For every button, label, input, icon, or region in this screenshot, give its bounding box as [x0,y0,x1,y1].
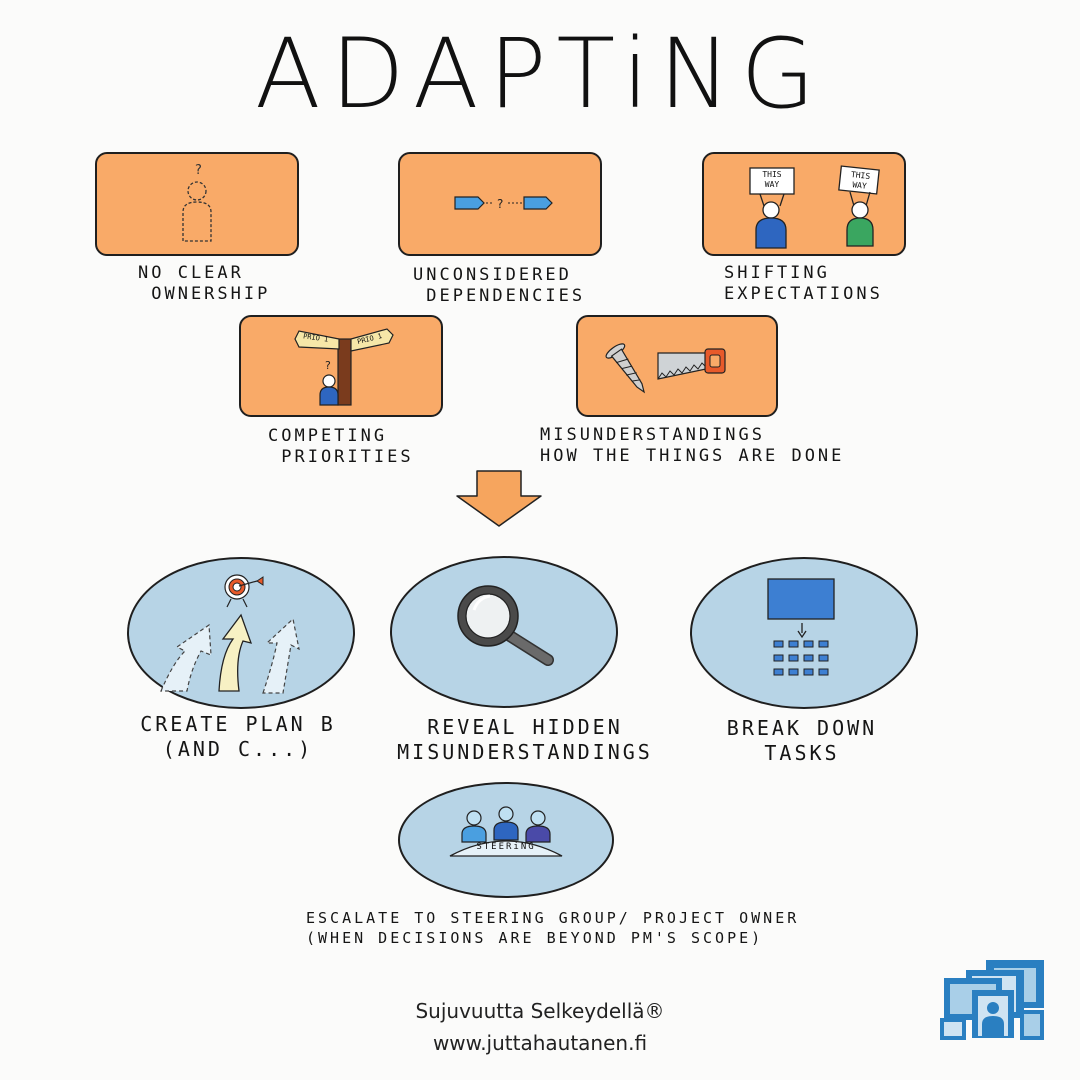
caption-unconsidered-dependencies: UNCONSIDERED DEPENDENCIES [413,265,586,306]
sign-right-label: THIS WAY [850,170,871,191]
logo-icon [940,960,1044,1040]
svg-text:?: ? [497,197,503,211]
steering-table-label: STEERiNG [476,842,536,852]
footer-website[interactable]: www.juttahautanen.fi [432,1031,648,1055]
oval-escalate-steering: STEERiNG [398,782,614,898]
page-title: ADAPTiNG [254,18,826,130]
caption-escalate: ESCALATE TO STEERiNG GROUP/ PROJECT OWNE… [306,909,800,947]
caption-competing-priorities: COMPETiNG PRIORiTiES [268,426,414,467]
svg-text:?: ? [195,163,202,178]
steering-group-icon [449,806,563,857]
svg-text:?: ? [325,359,331,372]
unknown-person-icon: ? [182,163,212,242]
dependency-tasks-icon: ? [454,196,553,211]
card-unconsidered-dependencies: ? [398,152,602,256]
caption-shifting-expectations: SHiFTING EXPECTATiONS [724,263,883,304]
card-no-clear-ownership: ? [95,152,299,256]
task-breakdown-icon [767,578,835,676]
caption-create-plan-b: CREATE PLAN B (AND C...) [140,712,336,761]
sign-left-label: THIS WAY [762,170,782,189]
down-arrow-icon [456,470,542,527]
signpost-icon: ? [294,328,394,406]
caption-reveal-hidden: REVEAL HiDDEN MiSUNDERSTANDiNGS [397,715,653,764]
this-way-signs-icon [749,165,880,249]
oval-break-down-tasks [690,557,918,709]
caption-misunderstandings: MiSUNDERSTANDiNGS HOW THE THiNGS ARE DON… [540,425,845,466]
screw-and-saw-icon [605,343,726,394]
card-misunderstandings [576,315,778,417]
target-and-paths-icon [160,574,300,694]
caption-break-down-tasks: BREAK DOWN TASKS [726,716,878,765]
caption-no-clear-ownership: NO CLEAR OWNERSHIP [138,263,271,304]
oval-reveal-hidden [390,556,618,708]
card-shifting-expectations: THIS WAY THIS WAY [702,152,906,256]
card-competing-priorities: ? PRIO 1 PRIO 1 [239,315,443,417]
footer-tagline: Sujuvuutta Selkeydellä® [415,999,665,1023]
oval-create-plan-b [127,557,355,709]
magnifying-glass-icon [457,585,554,666]
